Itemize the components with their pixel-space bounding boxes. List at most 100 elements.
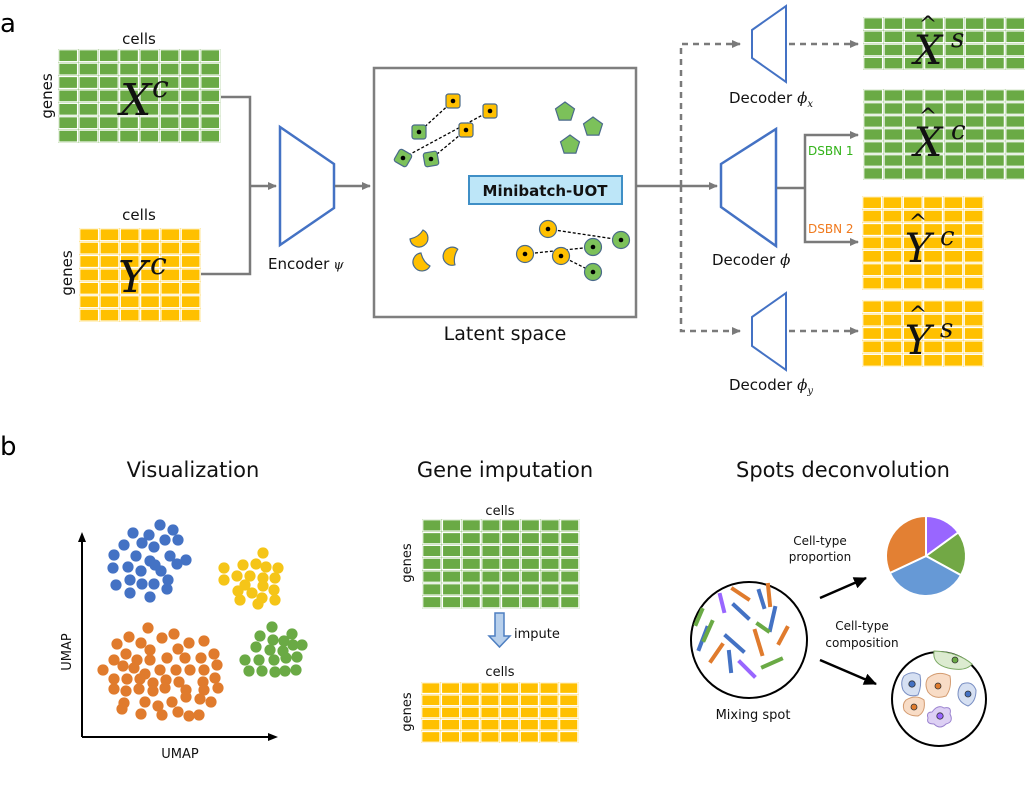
umap-point-orange [120, 685, 132, 697]
grid-cell [943, 326, 964, 341]
grid-cell [540, 595, 560, 609]
latent-transport-line [547, 228, 622, 241]
grid-cell [421, 682, 441, 695]
grid-cell [559, 730, 579, 743]
grid-cell [78, 49, 99, 63]
grid-cell [944, 17, 965, 31]
grid-cell [862, 209, 883, 223]
grid-cell [943, 300, 964, 314]
umap-point-orange [152, 700, 164, 712]
latent-point-center [416, 129, 422, 135]
grid-cell [520, 557, 541, 571]
spot-cell-bar [701, 619, 715, 643]
grid-cell [140, 281, 161, 295]
grid-cell [139, 89, 160, 103]
input-x-matrix: cells genes X c [38, 30, 221, 143]
grid-cell [520, 595, 541, 609]
output-2-superscript: c [940, 222, 955, 252]
grid-cell [119, 228, 140, 242]
grid-cell [923, 353, 944, 367]
umap-point-orange [194, 693, 206, 705]
grid-cell [863, 128, 884, 141]
grid-cell [963, 249, 984, 263]
output-0-superscript: s [951, 24, 964, 54]
grid-cell [923, 196, 944, 210]
output-2-symbol: Y [905, 226, 935, 272]
grid-cell [924, 167, 945, 180]
spot-cell-bar [776, 625, 790, 646]
umap-point-orange [144, 644, 156, 656]
umap-point-orange [147, 677, 159, 689]
output-1-superscript: c [951, 116, 966, 146]
grid-cell [519, 730, 540, 743]
imputation-bottom-cells-label: cells [485, 665, 514, 680]
grid-cell [924, 89, 945, 102]
umap-point-orange [211, 659, 223, 671]
grid-cell [140, 295, 161, 309]
grid-cell [560, 544, 580, 558]
umap-point-orange [108, 683, 120, 695]
blue-cell-icon-2 [957, 682, 977, 707]
grid-cell [963, 196, 984, 210]
grid-cell [984, 128, 1005, 141]
y-matrix-cells-label: cells [122, 206, 156, 224]
grid-cell [500, 519, 521, 532]
grid-cell [139, 129, 160, 143]
grid-cell [560, 557, 580, 571]
grid-cell [179, 116, 200, 130]
umap-point-blue [127, 527, 139, 539]
grid-cell [883, 167, 904, 180]
latent-point-center [463, 127, 469, 133]
grid-cell [500, 595, 521, 609]
orange-cell-icon-2 [902, 696, 925, 717]
grid-cell [963, 276, 984, 290]
grid-cell [944, 56, 965, 70]
pie-slice-blue [888, 554, 963, 597]
grid-cell [923, 300, 944, 314]
grid-cell [539, 718, 559, 731]
umap-point-yellow [257, 572, 269, 584]
grid-cell [180, 281, 201, 295]
encoder-trapezoid-icon [278, 124, 336, 248]
decoder-phi-x-trapezoid-icon [751, 4, 787, 84]
grid-cell [422, 544, 442, 558]
umap-point-orange [172, 643, 184, 655]
x-matrix-grid [58, 49, 221, 143]
x-matrix-cells-label: cells [122, 30, 156, 48]
grid-cell [79, 228, 100, 242]
grid-cell [160, 228, 181, 242]
grid-cell [179, 49, 200, 63]
grid-cell [883, 154, 904, 167]
grid-cell [159, 75, 180, 90]
umap-point-orange [195, 652, 207, 664]
grid-cell [984, 102, 1005, 115]
grid-cell [159, 89, 180, 103]
umap-point-green [256, 665, 268, 677]
grid-cell [1005, 17, 1025, 31]
umap-point-orange [212, 682, 224, 694]
grid-cell [481, 519, 501, 532]
grid-cell [883, 43, 904, 57]
grid-cell [520, 531, 541, 545]
grid-cell [984, 43, 1005, 57]
grid-cell [903, 89, 924, 102]
grid-cell [559, 706, 579, 719]
umap-point-orange [121, 673, 133, 685]
grid-cell [461, 519, 481, 532]
grid-cell [461, 583, 481, 596]
grid-cell [984, 167, 1005, 180]
grid-cell [481, 544, 501, 558]
visualization-title: Visualization [127, 458, 260, 482]
grid-cell [882, 263, 903, 277]
composition-label-1: Cell-type [835, 619, 889, 633]
grid-cell [139, 49, 160, 63]
spot-cell-bar [765, 582, 773, 608]
grid-cell [441, 544, 462, 558]
grid-cell [160, 308, 181, 322]
grid-cell [422, 531, 442, 545]
grid-cell [461, 544, 481, 558]
grid-cell [924, 128, 945, 141]
grid-cell [903, 102, 924, 115]
grid-cell [540, 583, 560, 596]
grid-cell [520, 519, 541, 532]
